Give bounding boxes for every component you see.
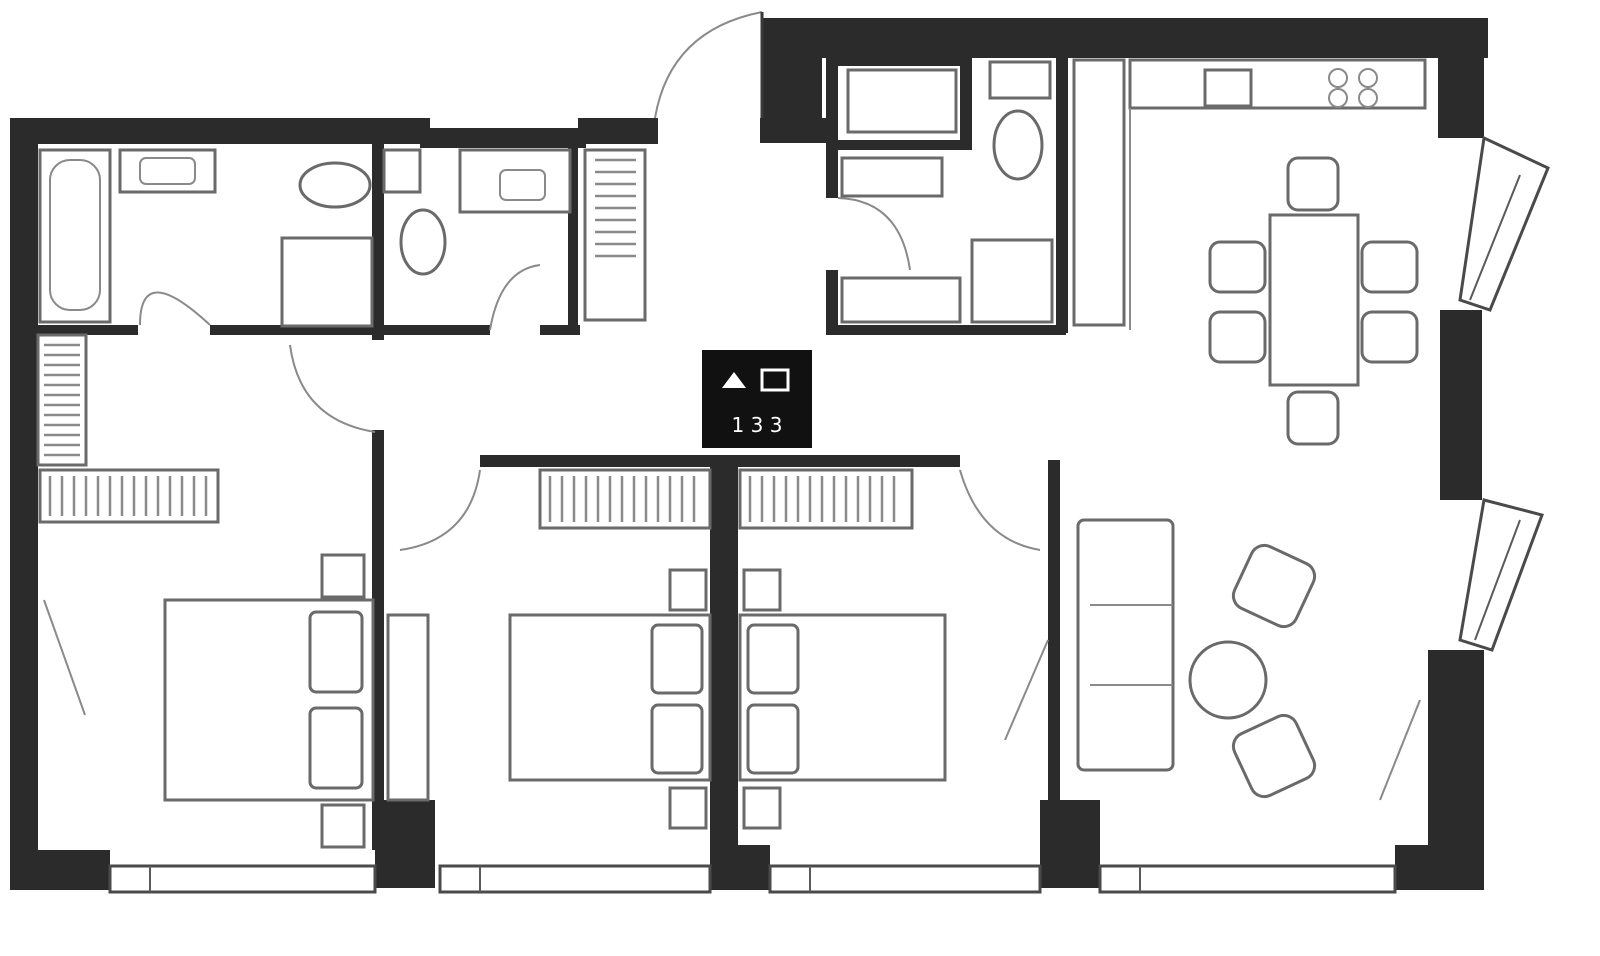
sofa [1076, 518, 1175, 772]
storage [36, 58, 1126, 530]
chair-icon [1360, 310, 1419, 364]
flat-icon [722, 372, 746, 388]
inner-walls [38, 58, 1068, 850]
coffee-table [1188, 640, 1268, 720]
beds [163, 553, 947, 849]
living-area [1076, 518, 1317, 799]
chair-icon [1208, 310, 1267, 364]
closet-doors [43, 599, 1421, 801]
door-swings [139, 11, 1041, 551]
chair-icon [1360, 240, 1419, 294]
chair-icon [1208, 240, 1267, 294]
kitchen [1128, 58, 1427, 330]
dining-table [1268, 213, 1360, 387]
armchair [1231, 543, 1317, 629]
chair-icon [1286, 156, 1340, 212]
dining-set [1208, 156, 1419, 446]
windows [108, 135, 1550, 894]
armchair [1231, 713, 1317, 799]
wardrobe-icon [36, 333, 88, 467]
bathroom-fixtures [38, 60, 1054, 328]
legend-badge: 1 3 3 [702, 350, 812, 448]
sink-icon [1203, 68, 1253, 108]
chair-icon [1286, 390, 1340, 446]
legend-label: 1 3 3 [732, 413, 783, 437]
